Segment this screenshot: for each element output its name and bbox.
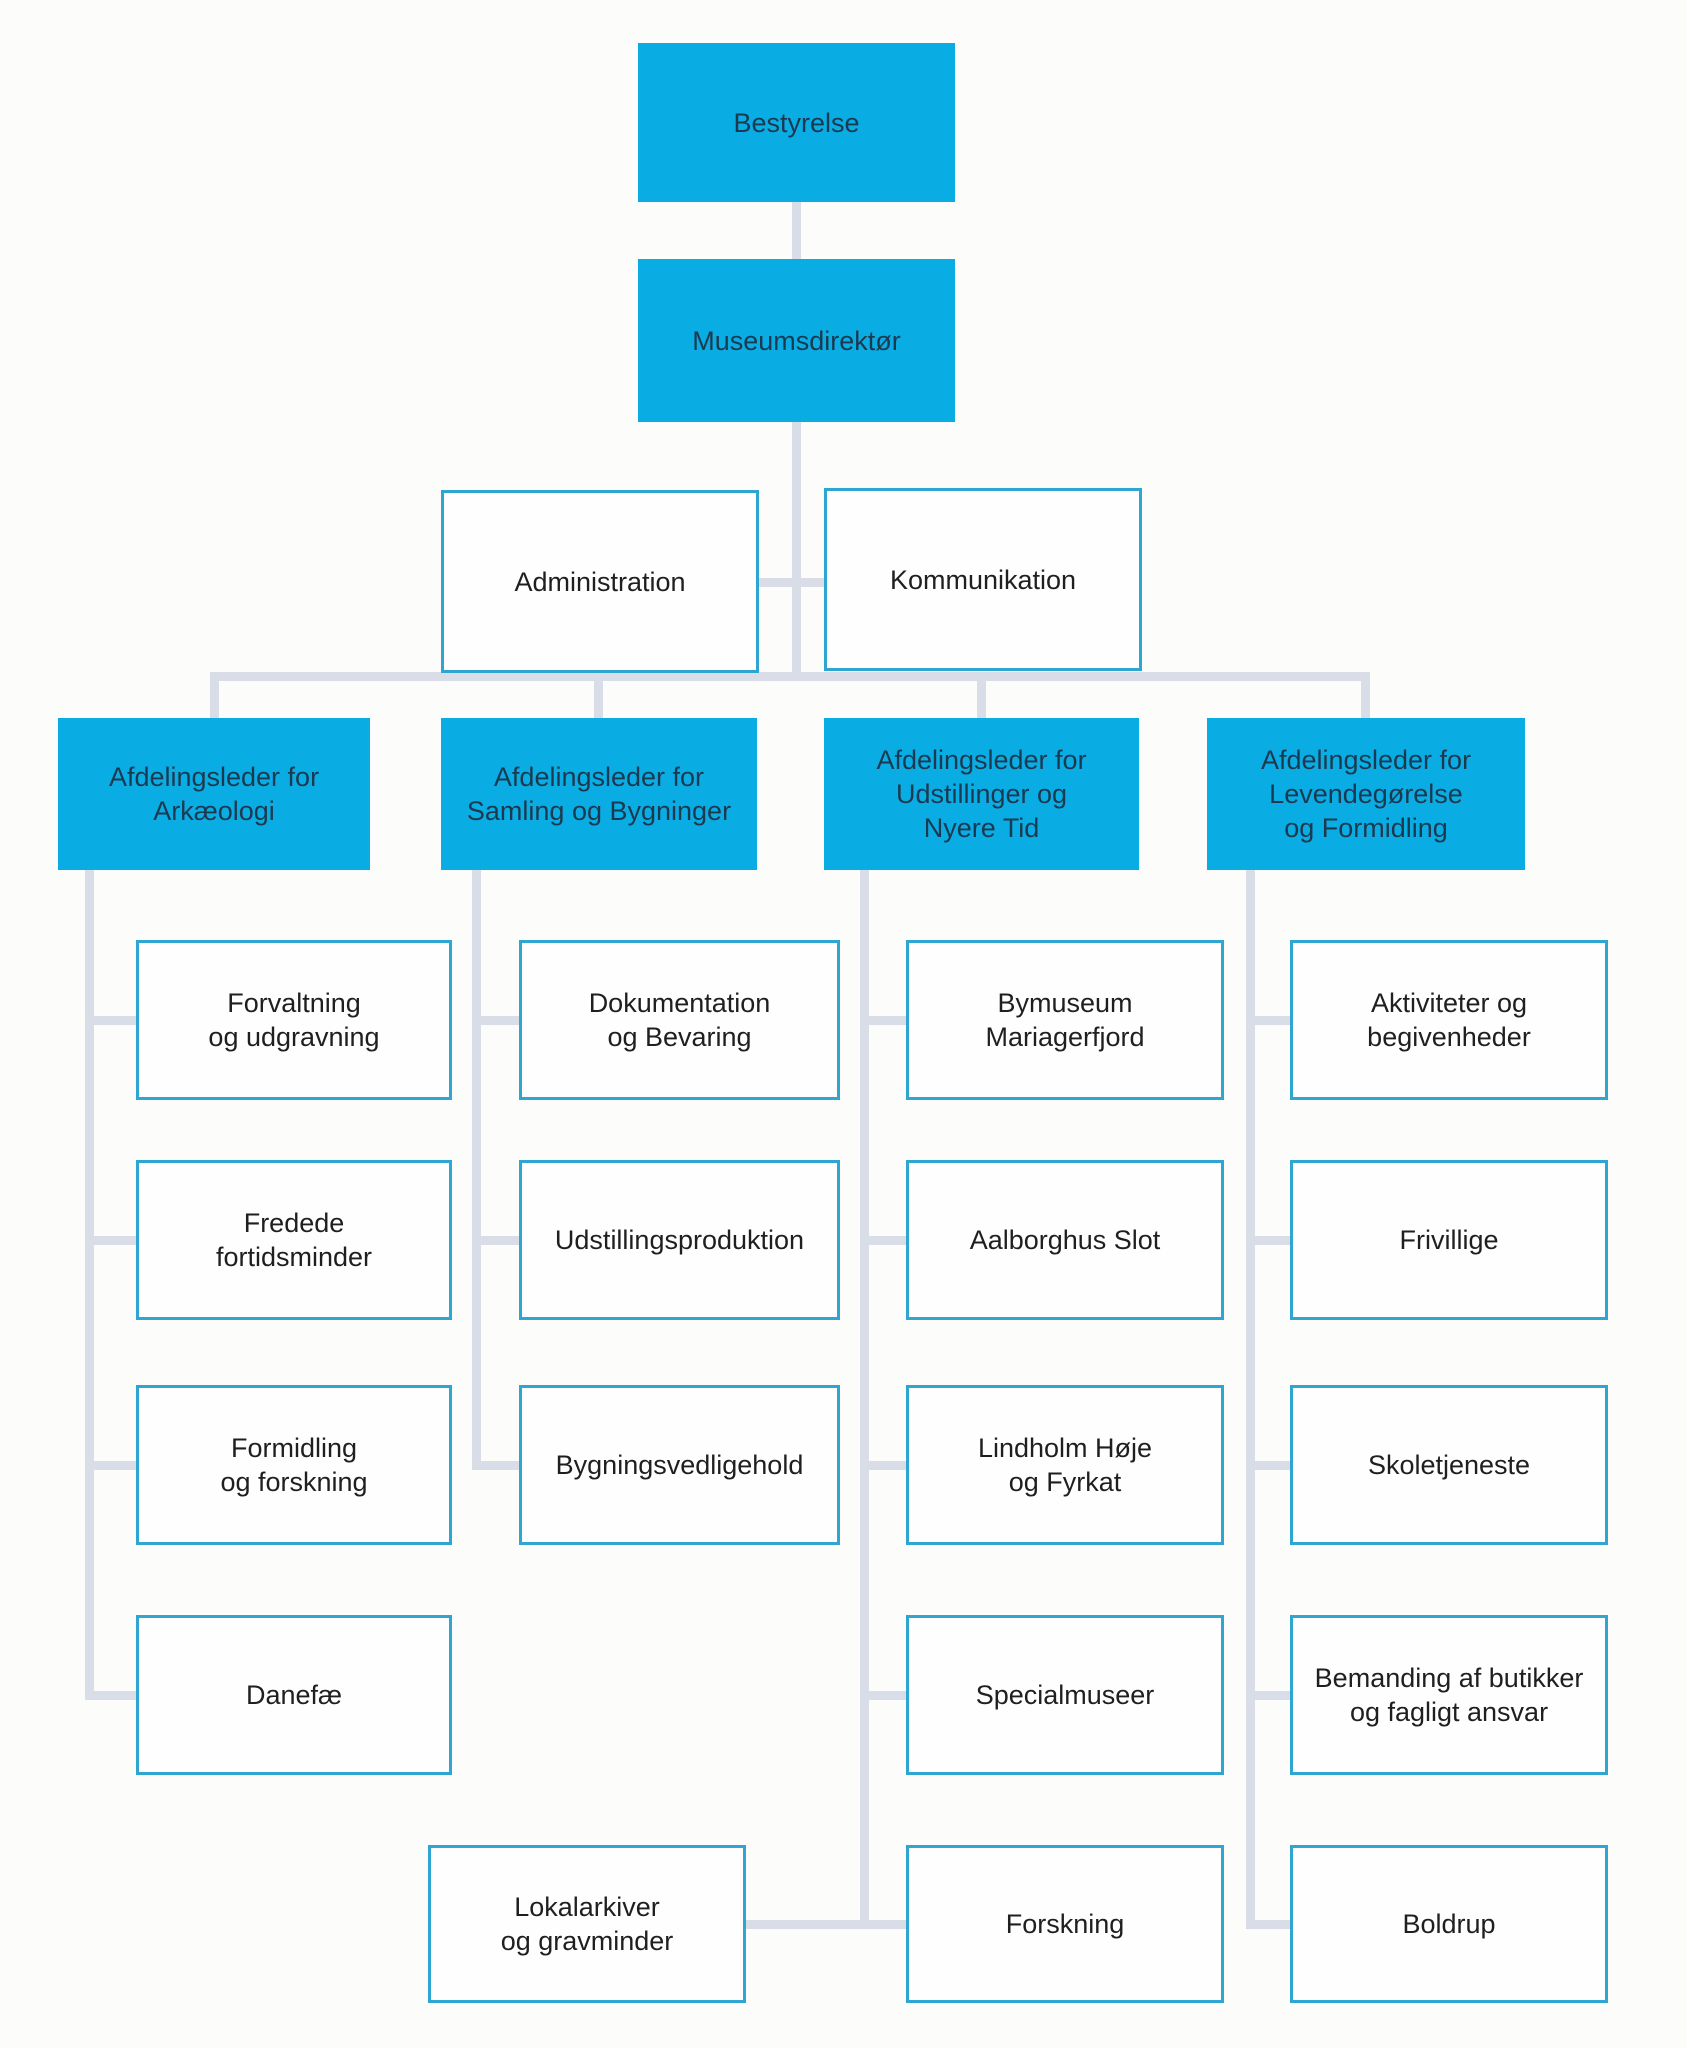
node-boldrup: Boldrup [1290,1845,1608,2003]
node-aktiviteter-og-begivenheder: Aktiviteter og begivenheder [1290,940,1608,1100]
connector-drop-dept-4 [1361,672,1370,722]
connector-stub [472,1236,528,1245]
connector-kommunikation-stub [796,578,829,587]
node-kommunikation: Kommunikation [824,488,1142,671]
node-bemanding-af-butikker: Bemanding af butikker og fagligt ansvar [1290,1615,1608,1775]
connector-stub [860,1461,912,1470]
node-aalborghus-slot: Aalborghus Slot [906,1160,1224,1320]
connector-stub [1246,1691,1295,1700]
connector-spine-col-2 [472,866,481,1470]
node-forvaltning-og-udgravning: Forvaltning og udgravning [136,940,452,1100]
node-udstillingsproduktion: Udstillingsproduktion [519,1160,840,1320]
connector-drop-dept-2 [594,672,603,722]
connector-distribution-line [210,672,1370,681]
node-frivillige: Frivillige [1290,1160,1608,1320]
connector-administration-stub [753,578,797,587]
connector-stub [472,1016,528,1025]
node-lokalarkiver-og-gravminder: Lokalarkiver og gravminder [428,1845,746,2003]
connector-stub [860,1236,912,1245]
connector-director-trunk [792,420,801,681]
node-specialmuseer: Specialmuseer [906,1615,1224,1775]
node-dept-arkaeologi: Afdelingsleder for Arkæologi [58,718,370,870]
connector-stub [472,1461,528,1470]
connector-stub [860,1016,912,1025]
node-danefae: Danefæ [136,1615,452,1775]
connector-stub [1246,1016,1295,1025]
node-formidling-og-forskning: Formidling og forskning [136,1385,452,1545]
node-dokumentation-og-bevaring: Dokumentation og Bevaring [519,940,840,1100]
node-dept-levendegorelse-og-formidling: Afdelingsleder for Levendegørelse og For… [1207,718,1525,870]
connector-stub [1246,1461,1295,1470]
connector-stub [85,1236,145,1245]
node-bymuseum-mariagerfjord: Bymuseum Mariagerfjord [906,940,1224,1100]
connector-stub [1246,1920,1295,1929]
connector-spine-col-1 [85,866,94,1698]
node-administration: Administration [441,490,759,673]
connector-stub [1246,1236,1295,1245]
node-lindholm-hoje-og-fyrkat: Lindholm Høje og Fyrkat [906,1385,1224,1545]
connector-drop-dept-3 [977,672,986,722]
node-museumsdirektor: Museumsdirektør [638,259,955,422]
connector-board-director [792,200,801,261]
node-dept-udstillinger-og-nyere-tid: Afdelingsleder for Udstillinger og Nyere… [824,718,1139,870]
node-forskning: Forskning [906,1845,1224,2003]
node-fredede-fortidsminder: Fredede fortidsminder [136,1160,452,1320]
connector-stub [85,1691,145,1700]
connector-drop-dept-1 [210,672,219,722]
node-bygningsvedligehold: Bygningsvedligehold [519,1385,840,1545]
connector-stub [860,1691,912,1700]
connector-spine-col-3 [860,866,869,1928]
connector-stub-lokalarkiver-forskning [740,1920,912,1929]
node-dept-samling-og-bygninger: Afdelingsleder for Samling og Bygninger [441,718,757,870]
connector-stub [85,1016,145,1025]
node-skoletjeneste: Skoletjeneste [1290,1385,1608,1545]
node-bestyrelse: Bestyrelse [638,43,955,202]
connector-spine-col-4 [1246,866,1255,1928]
connector-stub [85,1461,145,1470]
